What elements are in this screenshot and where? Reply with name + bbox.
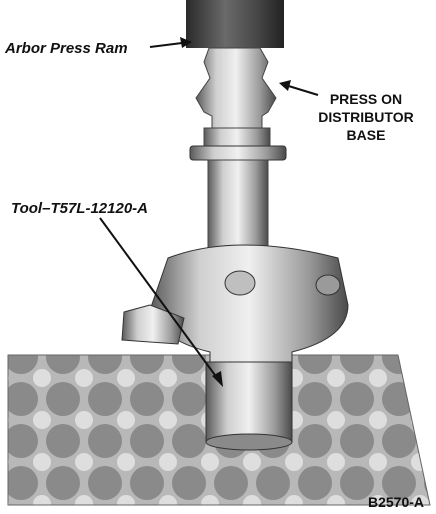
shaft-flange [189,145,287,161]
housing-clamp-arm [121,304,185,345]
shaft-collar [203,127,271,147]
arrowhead-tool [212,371,223,387]
leader-tool [99,217,221,383]
label-arbor-press-ram: Arbor Press Ram [5,40,128,57]
label-press-line-1: PRESS ON [329,91,403,107]
label-press-on-distributor-base: PRESS ON DISTRIBUTOR BASE [307,90,425,144]
housing-cap-lug [224,270,256,296]
shaft-lower [207,159,269,249]
label-tool-number: Tool–T57L-12120-A [11,200,148,217]
arrowhead-arbor [180,37,192,48]
shaft-upper [195,47,277,129]
housing-side-lug [315,274,341,296]
arbor-press-ram [186,0,284,48]
arrowhead-press [279,80,291,91]
label-press-line-3: BASE [346,127,386,143]
label-press-line-2: DISTRIBUTOR [318,109,414,125]
tool-cylinder-base [205,433,293,451]
figure-number: B2570-A [367,494,424,510]
distributor-housing [149,244,349,369]
